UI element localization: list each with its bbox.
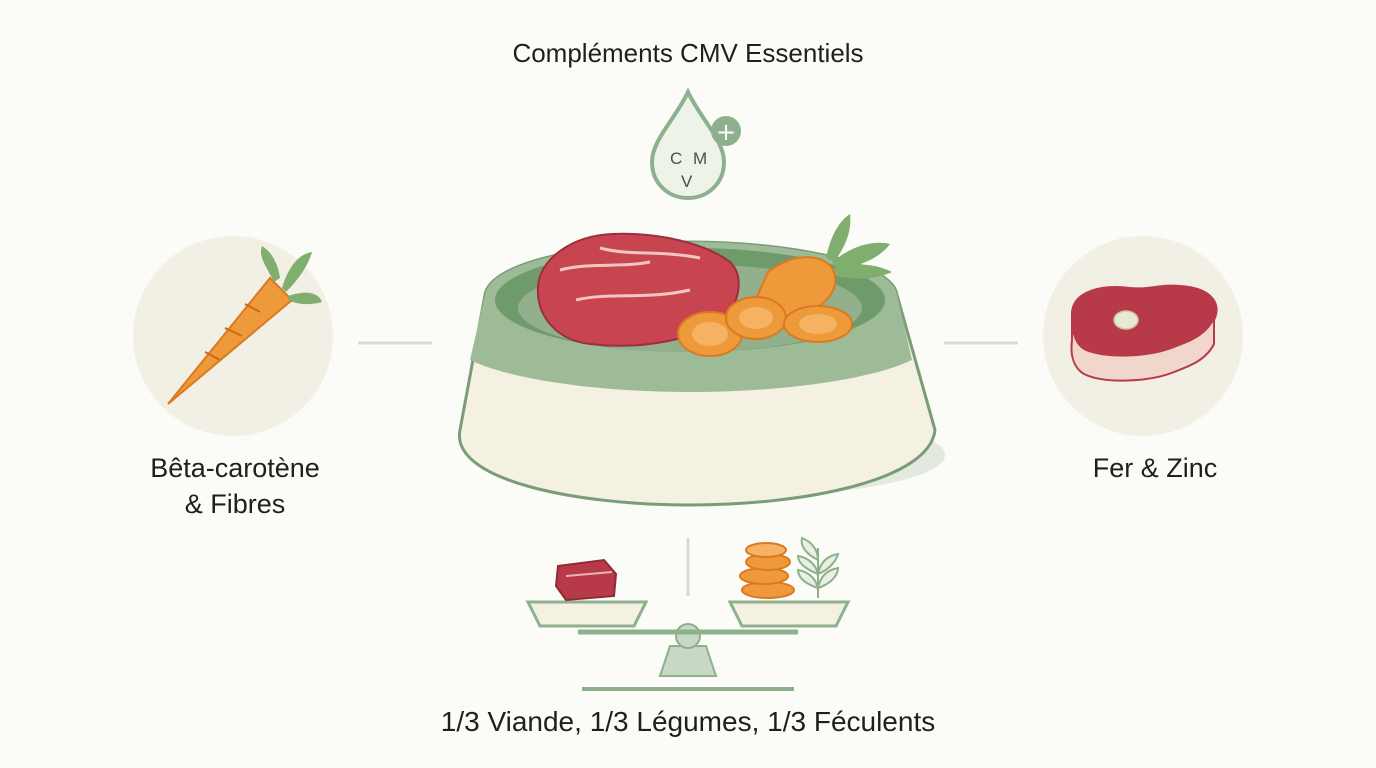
label-left-line2: & Fibres bbox=[184, 489, 286, 519]
label-beta-carotene: Bêta-carotène & Fibres bbox=[110, 450, 360, 522]
label-iron-zinc: Fer & Zinc bbox=[1092, 453, 1218, 483]
page-title: Compléments CMV Essentiels bbox=[512, 38, 864, 68]
carrot-icon bbox=[133, 236, 333, 436]
cmv-letter-c: C bbox=[670, 149, 682, 168]
bottom-caption: 1/3 Viande, 1/3 Légumes, 1/3 Féculents bbox=[440, 706, 936, 737]
cmv-drop-icon: C M V + bbox=[649, 87, 741, 201]
dog-bowl-with-meat-and-carrots-icon bbox=[458, 214, 945, 507]
cmv-letter-m: M bbox=[693, 149, 707, 168]
steak-icon bbox=[1043, 236, 1243, 436]
cmv-letter-v: V bbox=[681, 172, 693, 191]
balance-scale-icon bbox=[525, 536, 851, 691]
plus-badge bbox=[711, 116, 741, 146]
label-left-line1: Bêta-carotène bbox=[150, 453, 320, 483]
plus-icon: + bbox=[716, 118, 736, 146]
